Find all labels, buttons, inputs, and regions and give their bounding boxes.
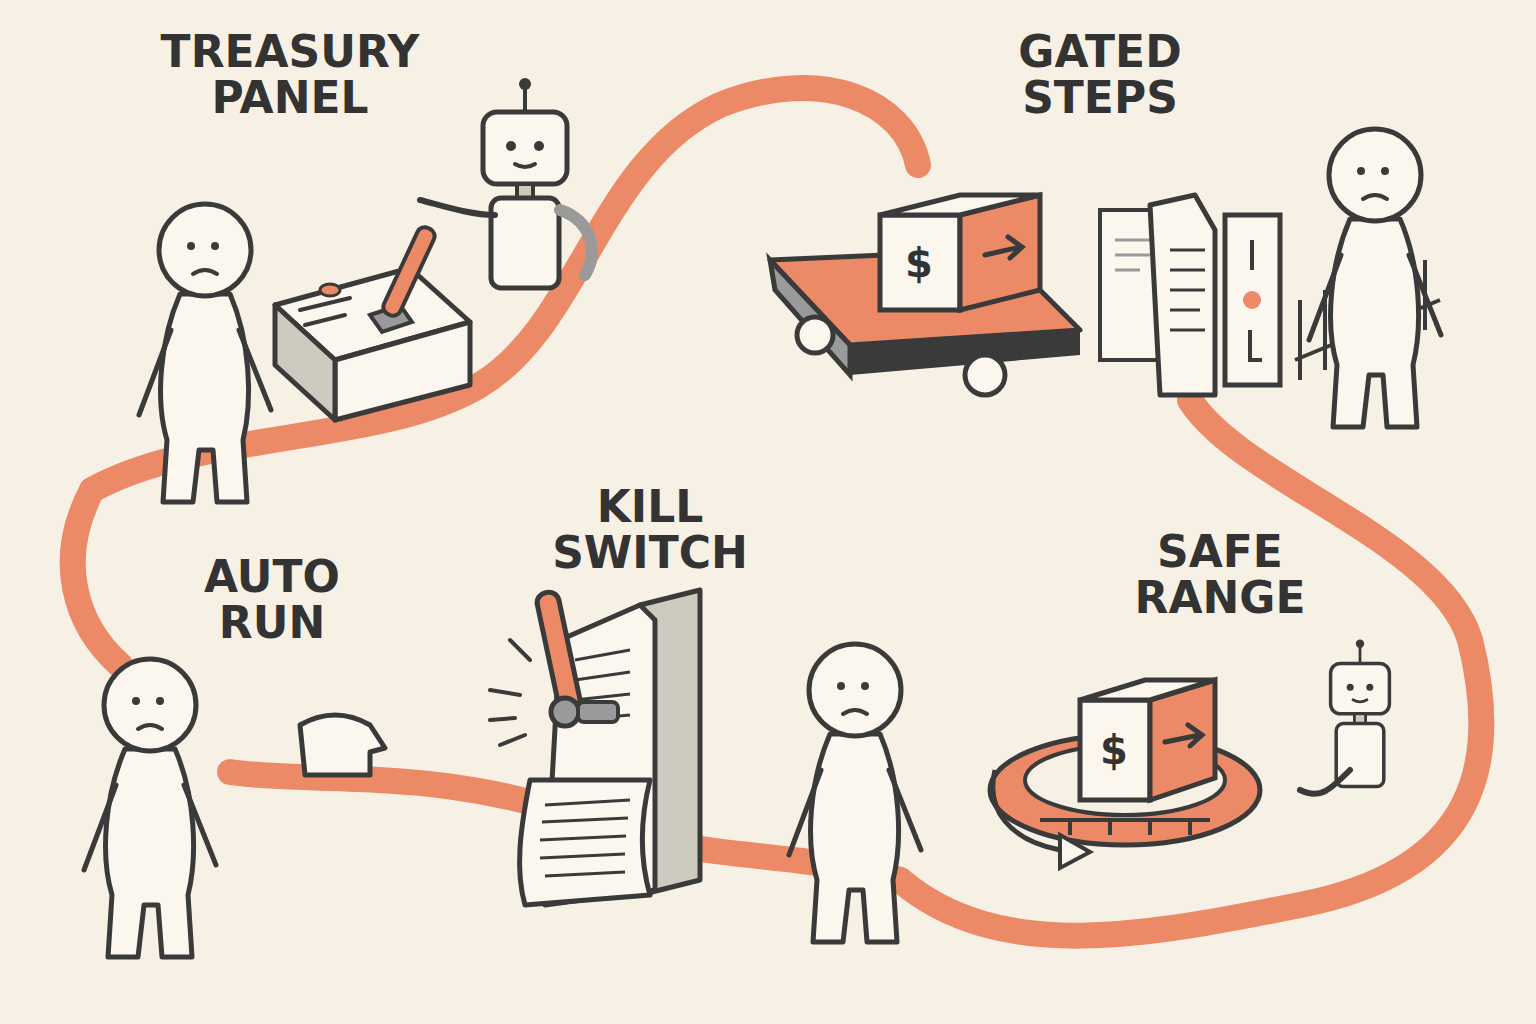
- road-segment: [900, 400, 1481, 936]
- treasury-desk-part: [300, 298, 350, 325]
- cart-part: [880, 195, 1040, 215]
- cart-part: [770, 260, 850, 375]
- treasury-desk: [275, 225, 470, 420]
- kill-switch-device-part: [578, 702, 618, 722]
- safe-range-loop-part: [1080, 700, 1150, 800]
- road: [73, 88, 1482, 936]
- auto-run-person: [84, 659, 216, 957]
- gates-part: [1250, 240, 1262, 360]
- kill-switch-device-part: [535, 590, 581, 712]
- safe-range-loop-part: [993, 770, 1060, 850]
- safe-range-loop-part: [1040, 820, 1210, 835]
- treasury-desk-part: [275, 305, 335, 420]
- kill-switch-device-part: [520, 780, 650, 905]
- road-segment: [73, 490, 120, 665]
- safe-range-loop: [990, 680, 1260, 868]
- cart-part: [880, 215, 960, 310]
- gates-part: [1225, 215, 1280, 385]
- scene-heading: TREASURY PANEL: [161, 29, 420, 121]
- dollar-sign: $: [905, 242, 933, 284]
- treasury-desk-part: [381, 225, 437, 319]
- scene-heading: GATED STEPS: [1018, 29, 1181, 121]
- kill-switch-device-part: [490, 640, 530, 745]
- scene-heading: AUTO RUN: [204, 554, 340, 646]
- cart-part: [985, 237, 1022, 258]
- cart-part: [797, 317, 833, 353]
- treasury-person: [139, 204, 271, 502]
- gates-part: [1115, 240, 1150, 270]
- cart-part: [965, 355, 1005, 395]
- small-head: [300, 715, 385, 775]
- scene-heading: SAFE RANGE: [1135, 529, 1306, 621]
- robot-arm: [560, 210, 592, 275]
- dollar-sign: $: [1100, 729, 1128, 771]
- robot-arm: [1300, 770, 1350, 794]
- kill-switch-device: [490, 590, 700, 905]
- gates-part: [1170, 250, 1205, 330]
- treasury-desk-part: [335, 322, 470, 420]
- kill-switch-person: [789, 644, 921, 942]
- safe-range-robot: [1331, 640, 1390, 787]
- safe-range-loop-part: [1080, 680, 1215, 700]
- cart: [770, 195, 1080, 395]
- safe-range-loop-part: [1060, 835, 1090, 868]
- safe-range-loop-part: [1165, 725, 1202, 746]
- gates-part: [1243, 291, 1261, 309]
- scene-heading: KILL SWITCH: [552, 484, 748, 576]
- gates-part: [1150, 195, 1215, 395]
- kill-switch-device-part: [551, 698, 579, 726]
- treasury-desk-part: [320, 284, 340, 296]
- treasury-robot: [483, 78, 567, 288]
- gate-person: [1309, 129, 1441, 427]
- robot-arm: [420, 200, 495, 215]
